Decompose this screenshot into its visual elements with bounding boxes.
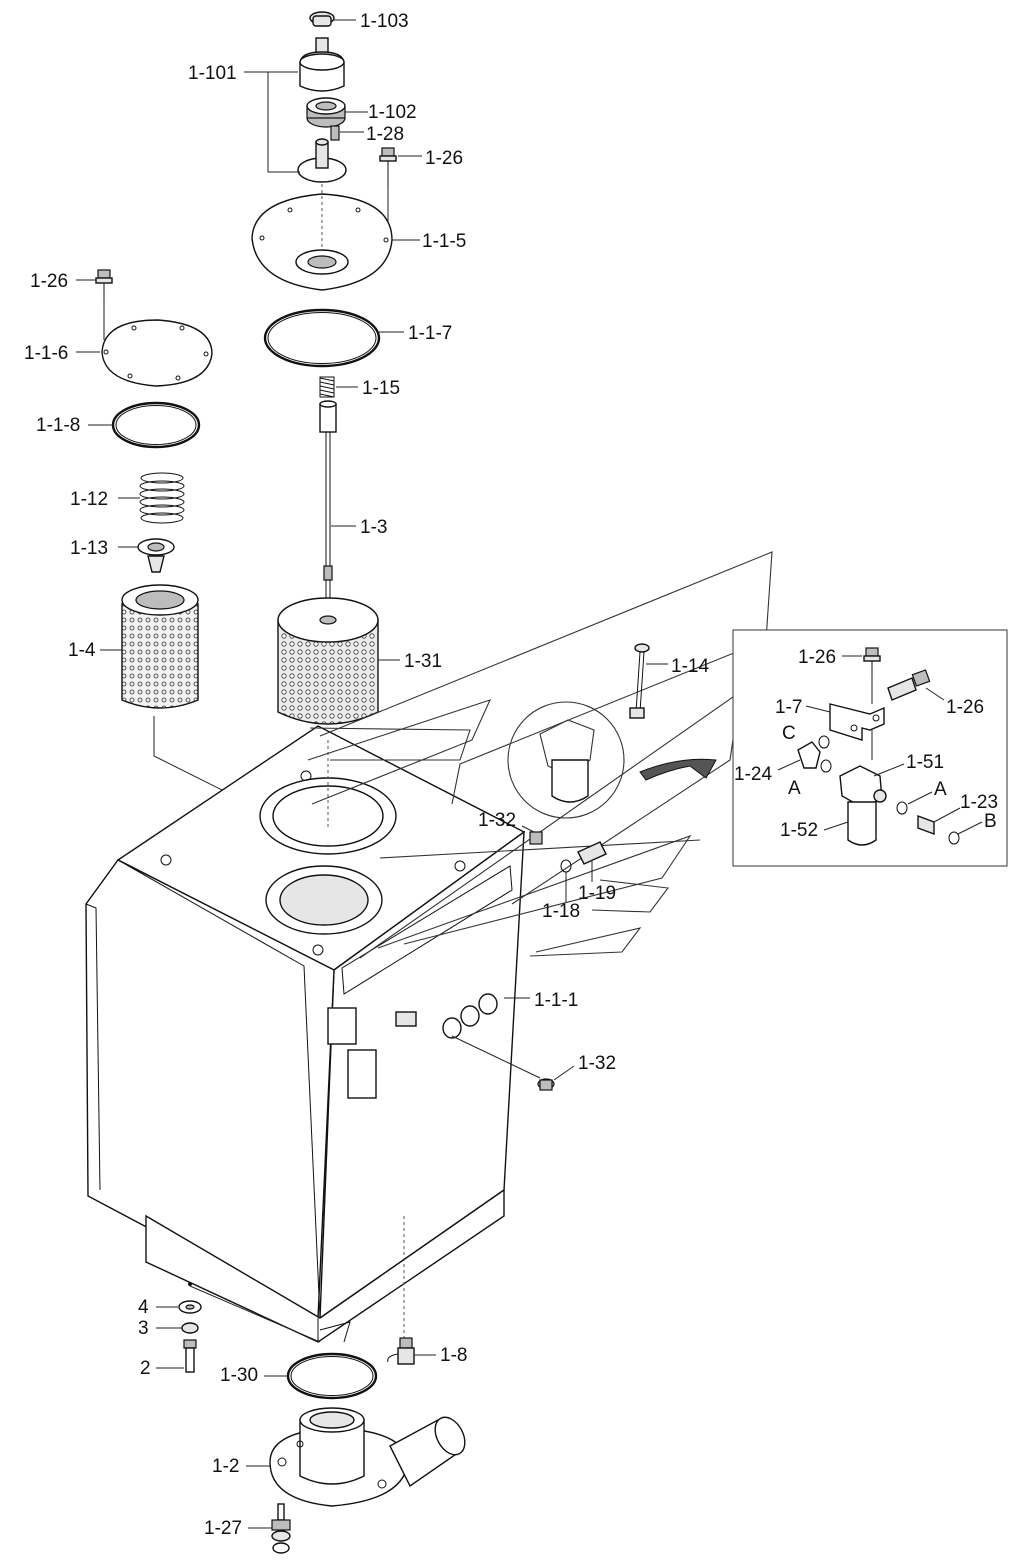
bolt-1-28 (330, 125, 364, 141)
label-1-12: 1-12 (70, 489, 108, 510)
label-1-1-7: 1-1-7 (408, 323, 452, 344)
label-1-32-upper: 1-32 (478, 810, 516, 831)
bolt-1-26-left (76, 269, 113, 340)
spring-1-12 (118, 472, 185, 524)
inset-label-C: C (782, 723, 796, 744)
bolt-1-27 (248, 1503, 291, 1554)
detail-inset (732, 629, 1008, 867)
pump-1-2 (246, 1407, 466, 1507)
inset-label-1-52: 1-52 (780, 820, 818, 841)
inset-label-1-23: 1-23 (960, 792, 998, 813)
o-ring-1-30 (264, 1352, 378, 1400)
label-1-18: 1-18 (542, 901, 580, 922)
label-1-8: 1-8 (440, 1345, 467, 1366)
inset-label-1-26-a: 1-26 (798, 647, 836, 668)
label-1-13: 1-13 (70, 538, 108, 559)
cap-1-103 (309, 11, 356, 27)
label-1-1-8: 1-1-8 (36, 415, 80, 436)
flange-base (297, 138, 347, 183)
inset-label-A-right: A (934, 779, 947, 800)
label-1-3: 1-3 (360, 517, 387, 538)
label-1-15: 1-15 (362, 378, 400, 399)
label-1-2: 1-2 (212, 1456, 239, 1477)
label-1-26-top: 1-26 (425, 148, 463, 169)
inset-label-A-left: A (788, 778, 801, 799)
label-1-19: 1-19 (578, 883, 616, 904)
spring-1-15 (319, 376, 358, 398)
filter-1-4 (100, 584, 283, 821)
label-1-103: 1-103 (360, 11, 409, 32)
o-ring-1-1-7 (263, 308, 404, 368)
inset-label-1-7: 1-7 (775, 697, 802, 718)
label-1-1-6: 1-1-6 (24, 343, 68, 364)
label-1-31: 1-31 (404, 651, 442, 672)
inset-labels: 1-26 1-26 1-7 C 1-24 A 1-51 A 1-23 B 1-5… (734, 647, 998, 841)
label-1-14: 1-14 (671, 656, 709, 677)
label-1-30: 1-30 (220, 1365, 258, 1386)
inset-label-1-51: 1-51 (906, 752, 944, 773)
drain-1-8 (387, 1337, 436, 1365)
label-1-4: 1-4 (68, 640, 96, 661)
label-3: 3 (138, 1318, 149, 1339)
rod-1-3 (319, 400, 356, 613)
valve-1-13 (118, 538, 175, 573)
label-1-26-left: 1-26 (30, 271, 68, 292)
label-1-1-1: 1-1-1 (534, 990, 578, 1011)
inset-label-1-26-b: 1-26 (946, 697, 984, 718)
o-ring-1-1-8 (88, 401, 201, 449)
plug-1-32-upper (521, 825, 543, 845)
label-1-102: 1-102 (368, 102, 417, 123)
washers-bolt (156, 1282, 321, 1373)
ghost-outline (307, 551, 773, 959)
plug-1-32-lower (537, 1065, 575, 1091)
bolt-1-26-top (379, 147, 422, 238)
cover-plate-1-1-6 (76, 319, 213, 387)
inset-label-B: B (984, 811, 997, 832)
breather-1-101 (299, 37, 345, 92)
label-2: 2 (140, 1358, 151, 1379)
label-4: 4 (138, 1297, 149, 1318)
cover-plate-1-1-5 (251, 184, 420, 291)
label-1-1-5: 1-1-5 (422, 231, 466, 252)
filter-1-31 (277, 597, 400, 725)
label-1-32-lower: 1-32 (578, 1053, 616, 1074)
label-1-28: 1-28 (366, 124, 404, 145)
label-1-101: 1-101 (188, 63, 237, 84)
callout-labels: 1-103 1-101 1-102 1-28 1-26 1-1-5 1-26 1… (24, 11, 709, 1539)
inset-label-1-24: 1-24 (734, 764, 772, 785)
tank-1-1-1 (85, 725, 541, 1343)
filter-element-1-102 (306, 97, 368, 128)
fitting-1-19 (560, 841, 607, 902)
sensor-rod-1-14 (629, 643, 668, 719)
label-1-27: 1-27 (204, 1518, 242, 1539)
